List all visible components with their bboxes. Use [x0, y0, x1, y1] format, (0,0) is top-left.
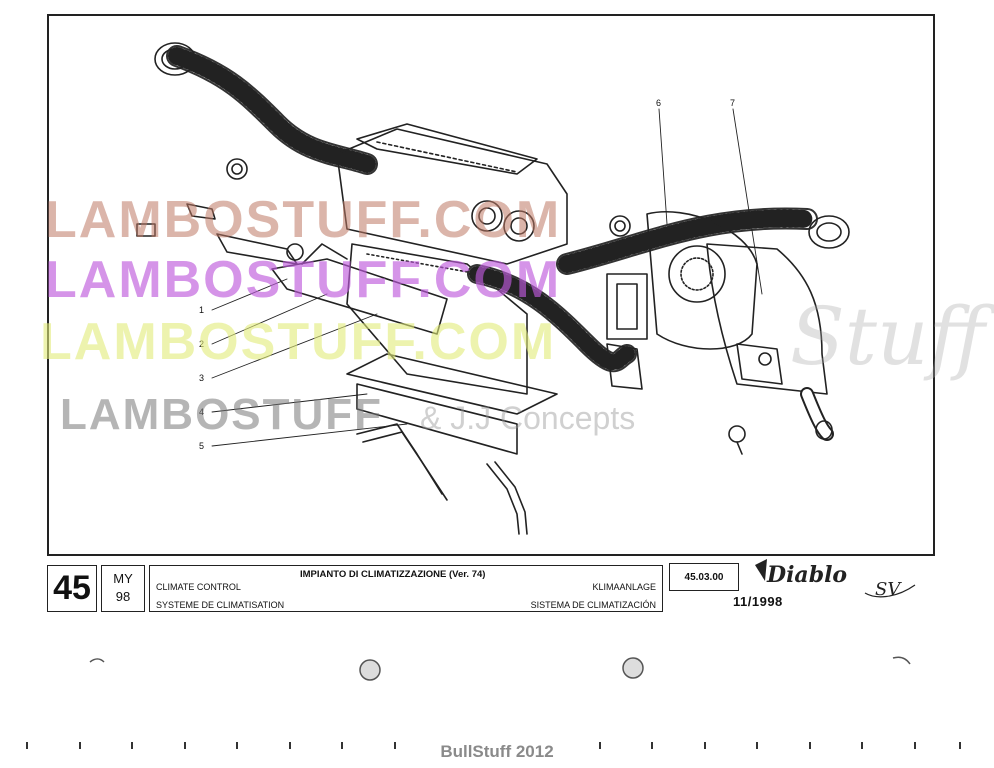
- logo-text: Diablo: [766, 562, 847, 588]
- callout-2: 2: [199, 339, 204, 349]
- footer-credit: BullStuff 2012: [440, 742, 554, 761]
- title-german: KLIMAANLAGE: [592, 582, 656, 592]
- title-spanish: SISTEMA DE CLIMATIZACIÓN: [530, 600, 656, 610]
- diablo-logo: Diablo SV: [755, 559, 916, 600]
- hose-right: [556, 207, 850, 275]
- model-year-value: 98: [115, 589, 131, 604]
- model-year-label: MY: [113, 571, 133, 586]
- callout-5: 5: [199, 441, 204, 451]
- title-french: SYSTEME DE CLIMATISATION: [156, 600, 285, 610]
- callout-4: 4: [199, 407, 204, 417]
- callout-1: 1: [199, 305, 204, 315]
- section-code: 45.03.00: [669, 563, 739, 591]
- description-box: IMPIANTO DI CLIMATIZZAZIONE (Ver. 74) CL…: [149, 565, 663, 612]
- leader-lines: [211, 108, 763, 447]
- actuator-right: [606, 215, 746, 455]
- blower-unit: [606, 211, 758, 350]
- mounting-bracket: [271, 243, 448, 335]
- watermark-script: Stuff: [790, 290, 986, 383]
- page-number: 45: [47, 565, 97, 612]
- exploded-diagram: 1 2 3 4 5 6 7: [136, 42, 850, 535]
- drain-tubes: [356, 423, 528, 535]
- bull-icon: [755, 559, 767, 581]
- title-english: CLIMATE CONTROL: [156, 582, 241, 592]
- title-italian: IMPIANTO DI CLIMATIZZAZIONE (Ver. 74): [300, 569, 486, 580]
- watermark-line-4b: & J.J Concepts: [420, 400, 636, 436]
- sensors-left: [136, 158, 304, 265]
- callout-7: 7: [730, 98, 735, 108]
- page-margin-marks: [26, 656, 961, 749]
- watermark-line-3: LAMBOSTUFF.COM: [40, 313, 557, 371]
- callout-labels: 1 2 3 4 5 6 7: [199, 98, 735, 451]
- watermark-line-2: LAMBOSTUFF.COM: [45, 251, 562, 309]
- heater-housing: [336, 123, 568, 265]
- callout-6: 6: [656, 98, 661, 108]
- model-year-box: MY 98: [101, 565, 145, 612]
- watermark-line-1: LAMBOSTUFF.COM: [45, 191, 562, 249]
- revision-date: 11/1998: [733, 594, 783, 609]
- hose-upper-left: [154, 42, 378, 175]
- evaporator-tray: [346, 243, 558, 455]
- hose-lower-center: [467, 264, 637, 373]
- air-intake-box: [706, 243, 834, 441]
- watermark-line-4: LAMBOSTUFF: [60, 390, 384, 439]
- callout-3: 3: [199, 373, 204, 383]
- title-block: 45 MY 98 IMPIANTO DI CLIMATIZZAZIONE (Ve…: [47, 562, 663, 612]
